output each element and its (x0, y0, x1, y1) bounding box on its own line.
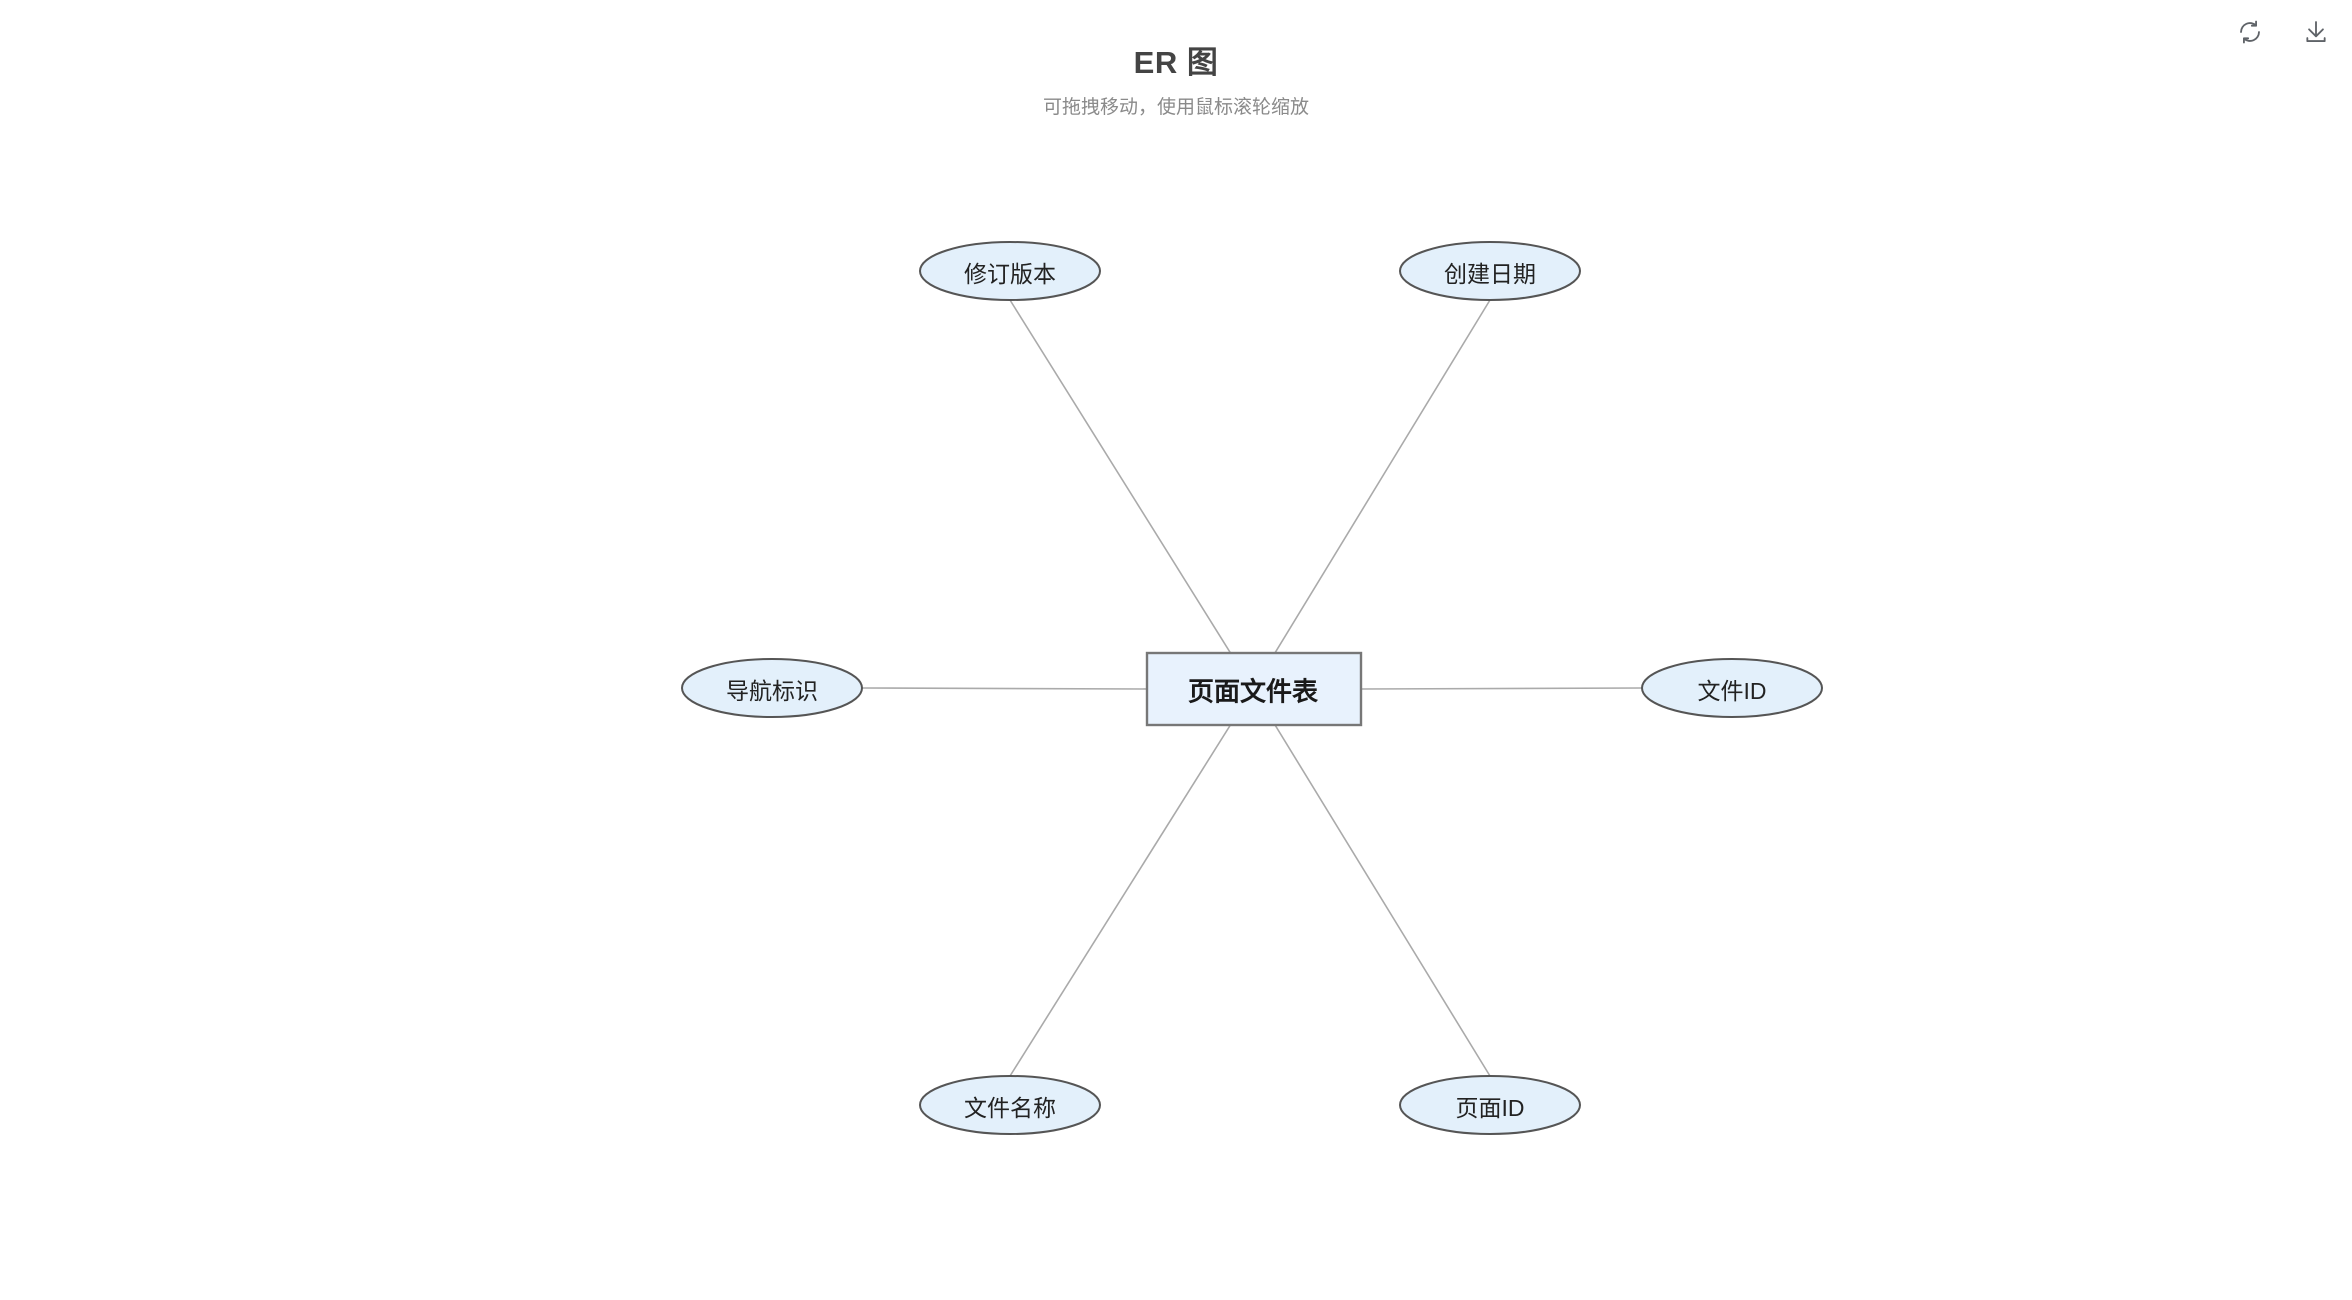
edge-entity-to-page-id (1252, 688, 1491, 1077)
reset-view-button[interactable] (2230, 12, 2270, 52)
edge-group (861, 299, 1643, 1077)
download-icon (2303, 19, 2329, 45)
toolbar (2230, 12, 2336, 52)
attribute-node-file-name[interactable] (919, 1075, 1101, 1135)
edge-entity-to-created-date (1252, 299, 1491, 690)
attribute-node-nav-id[interactable] (681, 658, 863, 718)
attribute-node-group[interactable] (681, 241, 1823, 1135)
attribute-node-file-id[interactable] (1641, 658, 1823, 718)
attribute-node-revision[interactable] (919, 241, 1101, 301)
edge-entity-to-file-name (1009, 688, 1254, 1077)
edge-entity-to-file-id (1359, 687, 1643, 690)
attribute-node-created-date[interactable] (1399, 241, 1581, 301)
edge-entity-to-nav-id (861, 687, 1148, 690)
edge-entity-to-revision (1009, 299, 1254, 690)
entity-node-page-file-table[interactable] (1145, 651, 1363, 727)
download-button[interactable] (2296, 12, 2336, 52)
refresh-icon (2237, 19, 2263, 45)
attribute-node-page-id[interactable] (1399, 1075, 1581, 1135)
